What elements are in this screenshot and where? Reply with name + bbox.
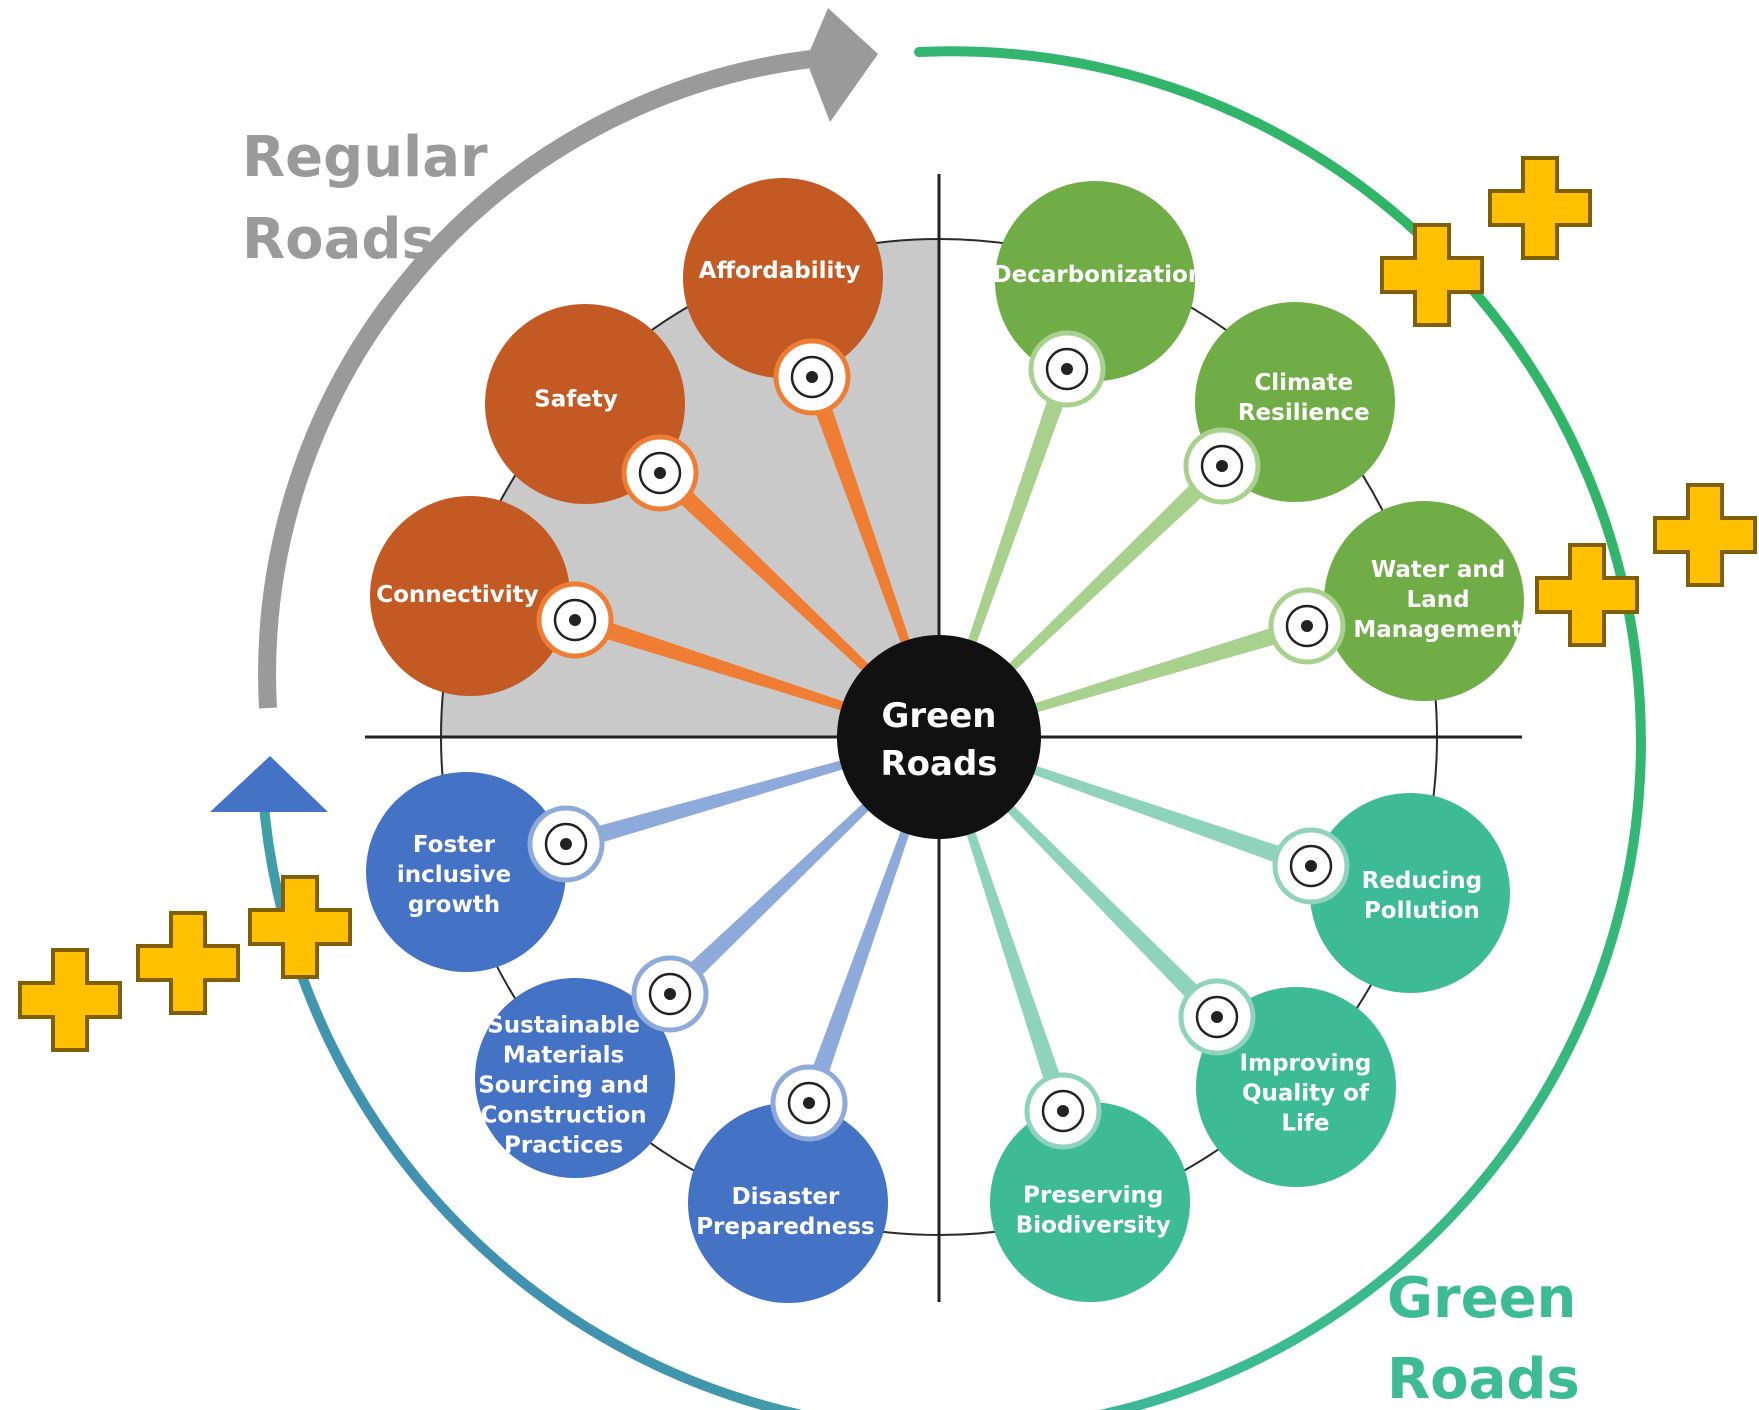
node-label-climate-resilience-line2: Resilience bbox=[1238, 400, 1370, 426]
node-label-disaster-line1: Disaster bbox=[732, 1184, 840, 1210]
node-circle-disaster bbox=[688, 1103, 888, 1303]
co2-cycle-icon bbox=[1028, 330, 1106, 408]
node-label-affordability-line1: Affordability bbox=[699, 258, 861, 284]
node-circle-inclusive-growth bbox=[366, 772, 566, 972]
nodes-layer: Connectivity Safety Affordability Decarboni… bbox=[366, 178, 1524, 1303]
node-label-reducing-pollution-line2: Pollution bbox=[1364, 898, 1480, 924]
hub-label-line1: Green bbox=[882, 696, 997, 736]
node-label-materials-line1: Sustainable bbox=[487, 1013, 640, 1039]
node-label-water-land-line2: Land bbox=[1407, 587, 1470, 613]
node-label-biodiversity-line1: Preserving bbox=[1023, 1182, 1163, 1208]
node-label-disaster-line2: Preparedness bbox=[696, 1214, 875, 1240]
plus-sign-icon bbox=[1488, 156, 1592, 260]
hub-label-line2: Roads bbox=[880, 744, 997, 784]
plus-sign-icon bbox=[1535, 543, 1639, 647]
hands-together-icon bbox=[527, 805, 605, 883]
flooded-car-icon bbox=[770, 1064, 848, 1142]
node-safety: Safety bbox=[485, 304, 699, 512]
node-label-biodiversity-line2: Biodiversity bbox=[1016, 1212, 1171, 1238]
node-label-materials-line2: Materials bbox=[503, 1043, 624, 1069]
regular-roads-arc bbox=[258, 49, 821, 709]
factory-pollution-icon bbox=[1272, 827, 1350, 905]
node-circle-reducing-pollution bbox=[1310, 793, 1510, 993]
node-label-materials-line5: Practices bbox=[504, 1133, 623, 1159]
blue-arrow-head bbox=[210, 756, 328, 812]
gray-arrow-head bbox=[806, 8, 878, 122]
water-drop-icon bbox=[1268, 587, 1346, 665]
node-circle-materials bbox=[475, 978, 675, 1178]
green-roads-title-line2: Roads bbox=[1387, 1347, 1580, 1410]
green-roads-title-line1: Green bbox=[1387, 1266, 1576, 1331]
node-label-safety-line1: Safety bbox=[534, 386, 618, 412]
node-label-water-land-line1: Water and bbox=[1371, 557, 1505, 583]
green-roads-outer-arc bbox=[258, 46, 1646, 1410]
node-label-quality-of-life-line1: Improving bbox=[1240, 1051, 1372, 1077]
node-circle-decarbonization bbox=[995, 181, 1195, 381]
traffic-cone-icon bbox=[621, 434, 699, 512]
node-label-inclusive-growth-line3: growth bbox=[408, 892, 500, 918]
recycle-leaf-icon bbox=[631, 955, 709, 1033]
plus-sign-icon bbox=[136, 911, 240, 1015]
node-label-materials-line4: Construction bbox=[481, 1103, 647, 1129]
node-circle-connectivity bbox=[370, 496, 570, 696]
node-label-connectivity-line1: Connectivity bbox=[376, 582, 538, 608]
node-label-inclusive-growth-line2: inclusive bbox=[397, 862, 511, 888]
ecosystem-icon bbox=[1024, 1072, 1102, 1150]
node-inclusive-growth: Foster inclusive growth bbox=[366, 772, 605, 972]
regular-roads-title-line2: Roads bbox=[242, 207, 435, 272]
node-label-decarbonization-line1: Decarbonization bbox=[993, 262, 1205, 288]
node-label-water-land-line3: Management bbox=[1353, 617, 1522, 643]
hub-circle bbox=[837, 635, 1041, 839]
node-circle-biodiversity bbox=[990, 1102, 1190, 1302]
plus-sign-icon bbox=[248, 875, 352, 979]
node-affordability: Affordability bbox=[683, 178, 883, 416]
node-label-climate-resilience-line1: Climate bbox=[1254, 370, 1353, 396]
node-label-quality-of-life-line3: Life bbox=[1281, 1111, 1329, 1137]
node-circle-water-land bbox=[1324, 501, 1524, 701]
node-connectivity: Connectivity bbox=[370, 496, 614, 696]
node-label-quality-of-life-line2: Quality of bbox=[1242, 1081, 1370, 1107]
plus-sign-icon bbox=[18, 948, 122, 1052]
plus-sign-icon bbox=[1653, 483, 1757, 587]
node-label-inclusive-growth-line1: Foster bbox=[413, 832, 496, 858]
plus-marks-layer bbox=[18, 156, 1757, 1052]
globe-thermometer-icon bbox=[1183, 427, 1261, 505]
node-decarbonization: Decarbonization bbox=[993, 181, 1205, 408]
plus-sign-icon bbox=[1380, 223, 1484, 327]
heart-hands-icon bbox=[1178, 978, 1256, 1056]
network-nodes-icon bbox=[536, 581, 614, 659]
node-label-reducing-pollution-line1: Reducing bbox=[1362, 868, 1483, 894]
node-label-materials-line3: Sourcing and bbox=[478, 1073, 649, 1099]
regular-roads-title-line1: Regular bbox=[242, 125, 488, 190]
node-circle-affordability bbox=[683, 178, 883, 378]
money-stack-icon bbox=[773, 338, 851, 416]
